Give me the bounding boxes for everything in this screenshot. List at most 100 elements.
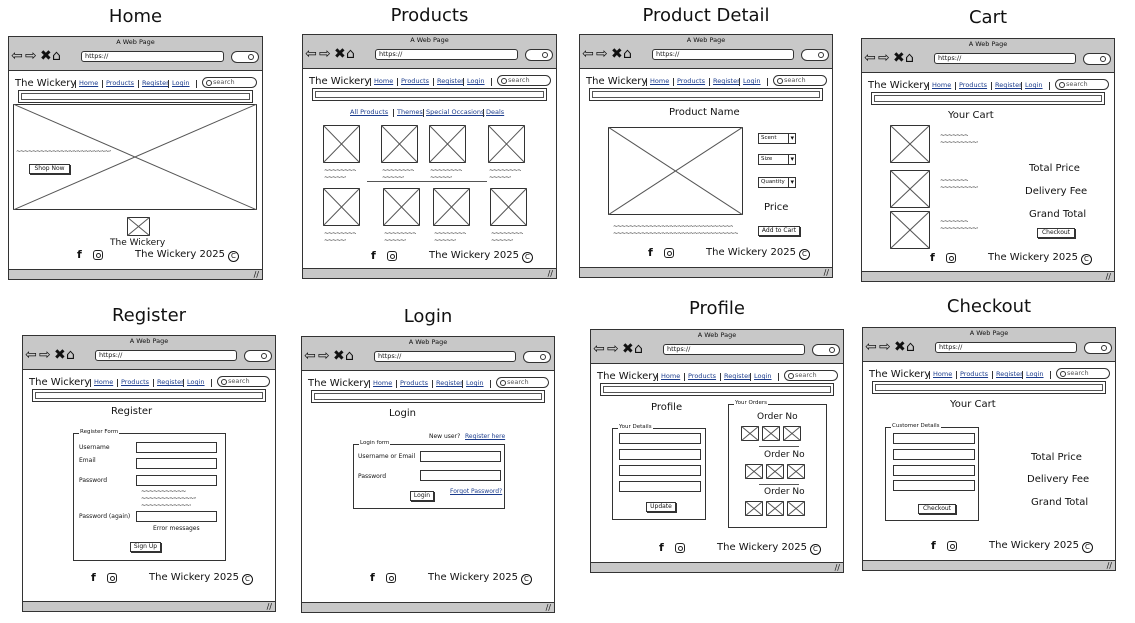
resize-handle-icon[interactable]: ∕∕ xyxy=(823,268,829,277)
back-icon[interactable]: ⇦ xyxy=(11,48,23,64)
nav-link-register[interactable]: Register xyxy=(996,370,1023,378)
home-icon[interactable]: ⌂ xyxy=(52,48,61,64)
password-again-input[interactable] xyxy=(136,511,217,522)
browser-search[interactable] xyxy=(523,351,551,363)
nav-search[interactable]: search xyxy=(773,75,827,86)
back-icon[interactable]: ⇦ xyxy=(593,341,605,357)
instagram-icon[interactable] xyxy=(386,573,396,583)
resize-handle-icon[interactable]: ∕∕ xyxy=(545,603,551,612)
facebook-icon[interactable]: f xyxy=(91,571,96,584)
update-button[interactable]: Update xyxy=(646,502,676,512)
category-link[interactable]: Themes xyxy=(397,108,423,116)
browser-search[interactable] xyxy=(801,49,829,61)
nav-link-login[interactable]: Login xyxy=(466,379,484,387)
resize-handle-icon[interactable]: ∕∕ xyxy=(834,563,840,572)
email-input[interactable] xyxy=(136,458,217,469)
customer-details-input[interactable] xyxy=(893,480,975,491)
nav-link-home[interactable]: Home xyxy=(79,79,99,87)
back-icon[interactable]: ⇦ xyxy=(864,50,876,66)
home-icon[interactable]: ⌂ xyxy=(906,339,915,355)
close-icon[interactable]: ✖ xyxy=(622,341,634,357)
back-icon[interactable]: ⇦ xyxy=(305,46,317,62)
back-icon[interactable]: ⇦ xyxy=(304,348,316,364)
nav-search[interactable]: search xyxy=(1056,368,1110,379)
home-icon[interactable]: ⌂ xyxy=(345,348,354,364)
add-to-cart-button[interactable]: Add to Cart xyxy=(758,226,800,236)
forward-icon[interactable]: ⇨ xyxy=(319,46,331,62)
password-input[interactable] xyxy=(136,475,217,486)
url-bar[interactable]: https:// xyxy=(95,350,237,361)
resize-handle-icon[interactable]: ∕∕ xyxy=(1106,561,1112,570)
instagram-icon[interactable] xyxy=(93,250,103,260)
nav-link-home[interactable]: Home xyxy=(650,77,670,85)
customer-details-input[interactable] xyxy=(893,433,975,444)
nav-search[interactable]: search xyxy=(1055,79,1109,90)
back-icon[interactable]: ⇦ xyxy=(865,339,877,355)
forward-icon[interactable]: ⇨ xyxy=(39,347,51,363)
browser-search[interactable] xyxy=(812,344,840,356)
nav-link-login[interactable]: Login xyxy=(743,77,761,85)
url-bar[interactable]: https:// xyxy=(934,53,1076,64)
checkout-button[interactable]: Checkout xyxy=(918,504,956,514)
nav-link-register[interactable]: Register xyxy=(713,77,740,85)
forward-icon[interactable]: ⇨ xyxy=(25,48,37,64)
nav-link-home[interactable]: Home xyxy=(94,378,114,386)
register-here-link[interactable]: Register here xyxy=(465,433,506,440)
instagram-icon[interactable] xyxy=(947,541,957,551)
nav-search[interactable]: search xyxy=(202,77,257,88)
nav-search[interactable]: search xyxy=(496,377,549,388)
nav-link-products[interactable]: Products xyxy=(959,81,988,89)
select-size[interactable]: Size xyxy=(758,154,796,165)
home-icon[interactable]: ⌂ xyxy=(905,50,914,66)
home-icon[interactable]: ⌂ xyxy=(634,341,643,357)
nav-link-products[interactable]: Products xyxy=(400,379,429,387)
customer-details-input[interactable] xyxy=(893,449,975,460)
nav-link-login[interactable]: Login xyxy=(1026,370,1044,378)
url-bar[interactable]: https:// xyxy=(81,51,224,62)
resize-handle-icon[interactable]: ∕∕ xyxy=(547,269,553,278)
shop-now-button[interactable]: Shop Now xyxy=(29,164,70,174)
sign-up-button[interactable]: Sign Up xyxy=(130,542,161,552)
instagram-icon[interactable] xyxy=(675,543,685,553)
home-icon[interactable]: ⌂ xyxy=(66,347,75,363)
facebook-icon[interactable]: f xyxy=(648,246,653,259)
url-bar[interactable]: https:// xyxy=(652,49,794,60)
facebook-icon[interactable]: f xyxy=(930,251,935,264)
details-input[interactable] xyxy=(619,449,701,460)
nav-link-home[interactable]: Home xyxy=(661,372,681,380)
browser-search[interactable] xyxy=(525,49,553,61)
facebook-icon[interactable]: f xyxy=(77,248,82,261)
forward-icon[interactable]: ⇨ xyxy=(318,348,330,364)
nav-link-products[interactable]: Products xyxy=(960,370,989,378)
nav-link-register[interactable]: Register xyxy=(724,372,751,380)
resize-handle-icon[interactable]: ∕∕ xyxy=(1105,272,1111,281)
checkout-button[interactable]: Checkout xyxy=(1037,228,1075,238)
browser-search[interactable] xyxy=(1083,53,1111,65)
close-icon[interactable]: ✖ xyxy=(893,50,905,66)
nav-link-login[interactable]: Login xyxy=(754,372,772,380)
nav-link-home[interactable]: Home xyxy=(374,77,394,85)
forgot-password-link[interactable]: Forgot Password? xyxy=(450,488,503,495)
forward-icon[interactable]: ⇨ xyxy=(878,50,890,66)
nav-link-products[interactable]: Products xyxy=(401,77,430,85)
nav-link-home[interactable]: Home xyxy=(932,81,952,89)
browser-search[interactable] xyxy=(231,51,259,63)
nav-link-products[interactable]: Products xyxy=(106,79,135,87)
nav-link-home[interactable]: Home xyxy=(373,379,393,387)
details-input[interactable] xyxy=(619,481,701,492)
password-input[interactable] xyxy=(420,470,501,481)
nav-link-register[interactable]: Register xyxy=(142,79,169,87)
details-input[interactable] xyxy=(619,433,701,444)
facebook-icon[interactable]: f xyxy=(659,541,664,554)
nav-search[interactable]: search xyxy=(217,376,270,387)
customer-details-input[interactable] xyxy=(893,465,975,476)
url-bar[interactable]: https:// xyxy=(374,351,516,362)
home-icon[interactable]: ⌂ xyxy=(346,46,355,62)
close-icon[interactable]: ✖ xyxy=(333,348,345,364)
url-bar[interactable]: https:// xyxy=(935,342,1077,353)
nav-link-products[interactable]: Products xyxy=(677,77,706,85)
close-icon[interactable]: ✖ xyxy=(611,46,623,62)
nav-link-register[interactable]: Register xyxy=(436,379,463,387)
facebook-icon[interactable]: f xyxy=(371,249,376,262)
nav-search[interactable]: search xyxy=(784,370,838,381)
